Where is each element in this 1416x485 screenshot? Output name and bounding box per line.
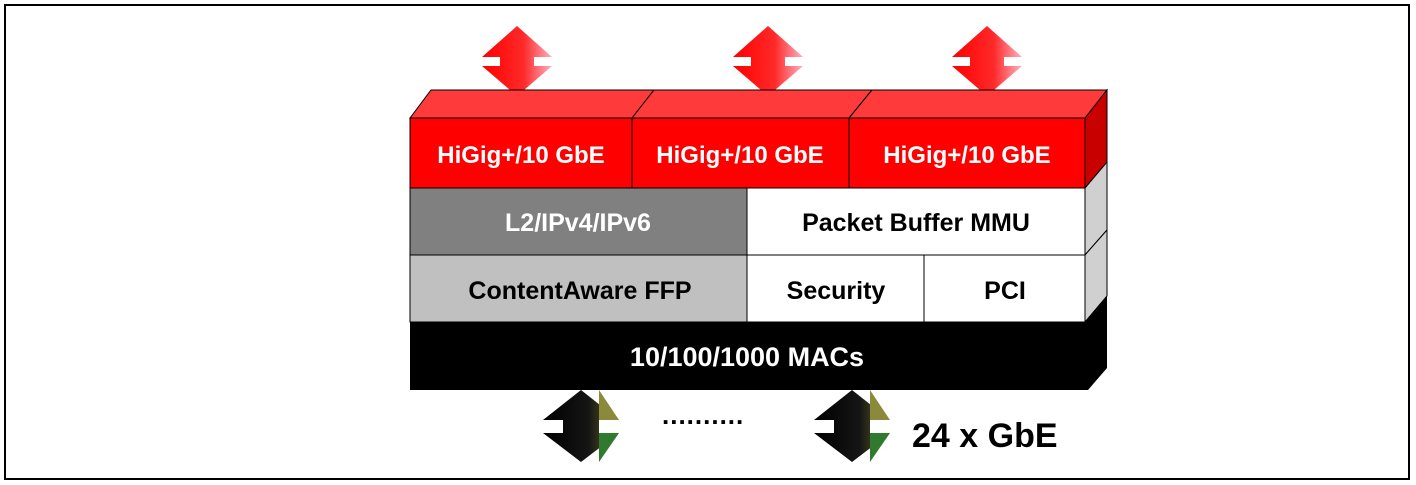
- port-3-top-face: [847, 89, 1109, 119]
- packet-buffer-mmu-block: [746, 187, 1086, 256]
- uplink-arrow-2: [733, 26, 803, 96]
- uplink-arrow-3: [952, 26, 1022, 96]
- port-3-label: HiGig+/10 GbE: [883, 142, 1050, 169]
- port-1-top-face: [409, 89, 656, 119]
- downlink-arrow-1: [543, 390, 619, 462]
- pci-block: [923, 254, 1086, 323]
- mac-label: 10/100/1000 MACs: [630, 342, 864, 372]
- ellipsis-dots: ..........: [662, 400, 744, 430]
- contentaware-ffp-label: ContentAware FFP: [468, 277, 691, 305]
- gbe-count-label: 24 x GbE: [912, 417, 1058, 455]
- port-2-top-face: [630, 89, 874, 119]
- port-1-label: HiGig+/10 GbE: [437, 142, 604, 169]
- mac-side-face: [1085, 296, 1107, 390]
- l2-ipv4-ipv6-label: L2/IPv4/IPv6: [505, 209, 651, 237]
- mac-block: [410, 322, 1088, 390]
- packet-buffer-mmu-label: Packet Buffer MMU: [802, 209, 1030, 237]
- uplink-arrow-1: [482, 26, 552, 96]
- port-2-label: HiGig+/10 GbE: [656, 142, 823, 169]
- security-label: Security: [787, 277, 886, 305]
- port-3-block: [848, 117, 1086, 189]
- contentaware-ffp-block: [409, 254, 748, 323]
- pci-label: PCI: [984, 277, 1026, 305]
- security-block: [746, 254, 925, 323]
- downlink-arrow-2: [814, 390, 890, 462]
